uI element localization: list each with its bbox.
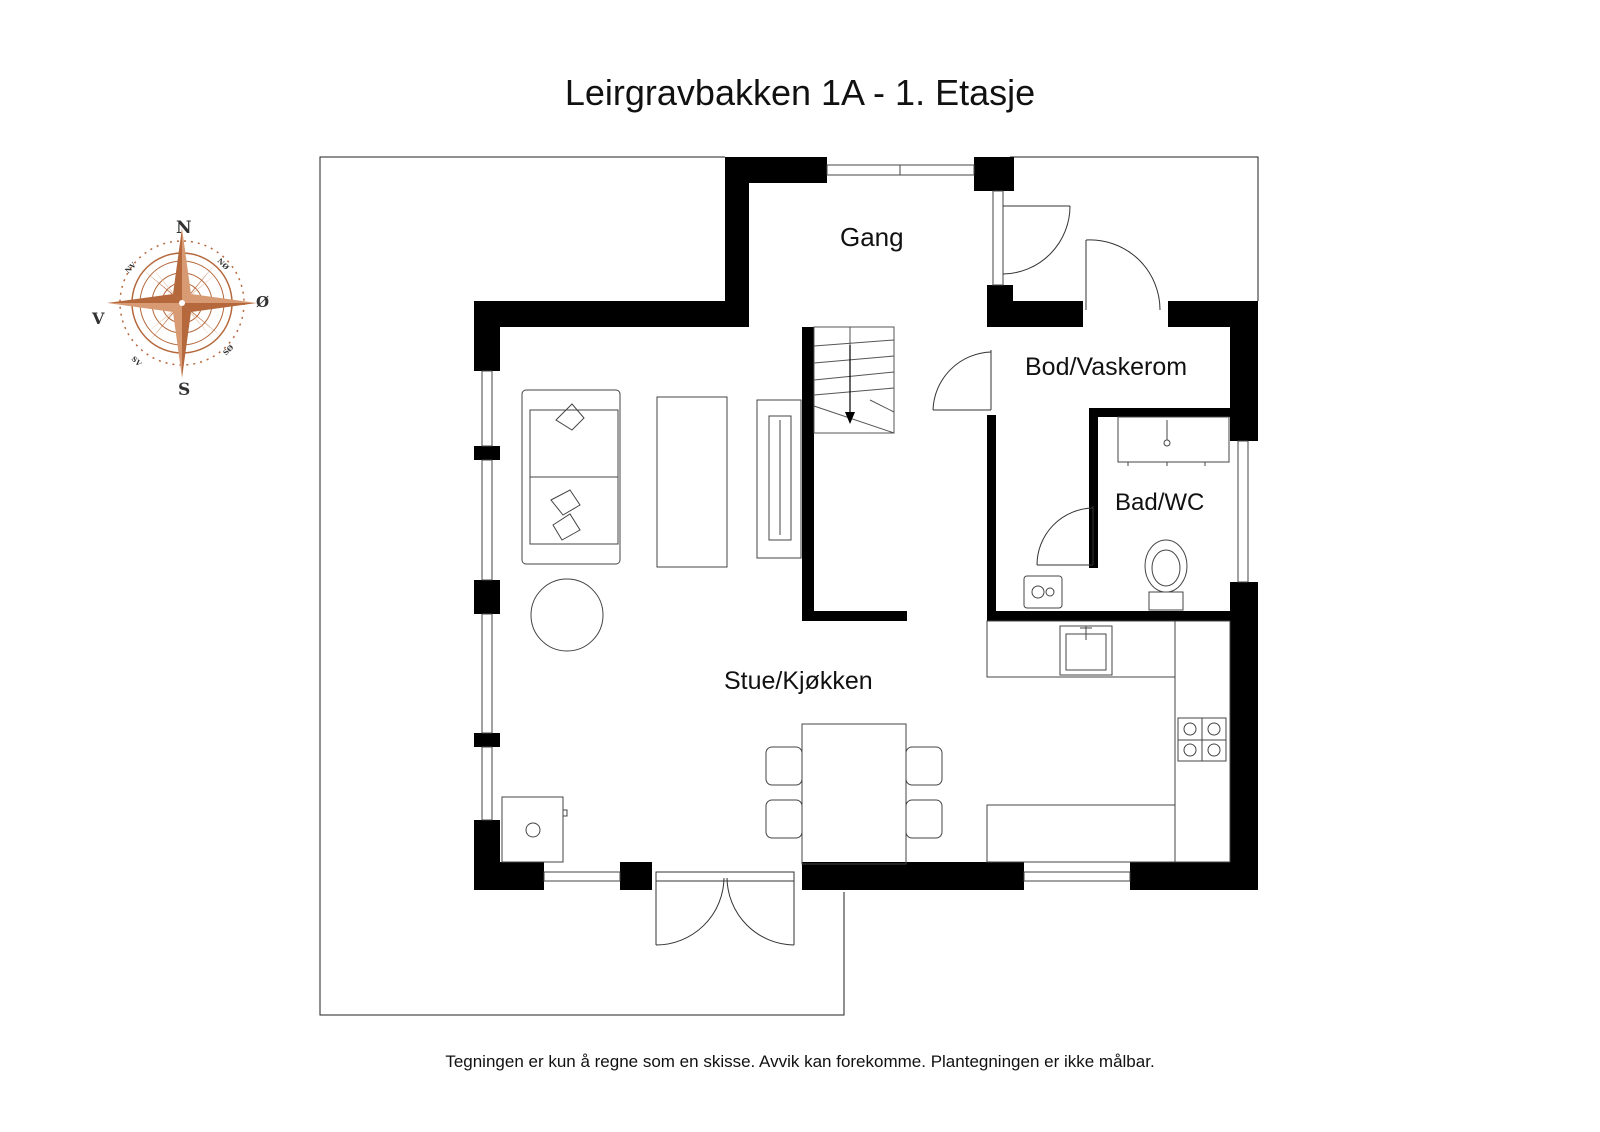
wood-stove: [501, 796, 568, 863]
coffee-table: [656, 396, 728, 568]
washing-machine-icon: [1023, 575, 1063, 609]
kitchen-counter: [986, 620, 1231, 863]
plot-outline: [319, 156, 845, 1016]
sofa: [521, 389, 621, 565]
disclaimer-text: Tegningen er kun å regne som en skisse. …: [445, 1052, 1155, 1071]
compass-southwest-label: SV: [130, 354, 144, 368]
room-label-stue: Stue/Kjøkken: [724, 667, 873, 695]
tv-bench: [756, 399, 802, 559]
plot-outline-right: [1010, 156, 1259, 301]
compass-southeast-label: SØ: [221, 343, 235, 357]
windows: [481, 164, 1249, 882]
compass-east-label: Ø: [256, 293, 269, 311]
doors: [655, 205, 1161, 946]
cooktop-icon: [1177, 717, 1227, 762]
staircase: [813, 326, 895, 434]
room-label-bad: Bad/WC: [1115, 489, 1204, 516]
stair-arrow-icon: [845, 345, 855, 424]
room-label-gang: Gang: [840, 222, 904, 252]
compass-south-label: S: [178, 380, 190, 400]
kitchen-sink-icon: [1059, 625, 1113, 676]
dining-set: [765, 723, 943, 865]
compass-west-label: V: [91, 309, 105, 328]
toilet-icon: [1144, 539, 1188, 611]
plan-title: Leirgravbakken 1A - 1. Etasje: [564, 72, 1036, 113]
compass-north-label: N: [176, 218, 192, 238]
round-table: [530, 578, 604, 652]
walls: [474, 157, 1258, 890]
compass-rose-icon: [107, 228, 257, 378]
bathroom-sink-icon: [1117, 416, 1230, 466]
room-label-bod: Bod/Vaskerom: [1025, 353, 1187, 381]
